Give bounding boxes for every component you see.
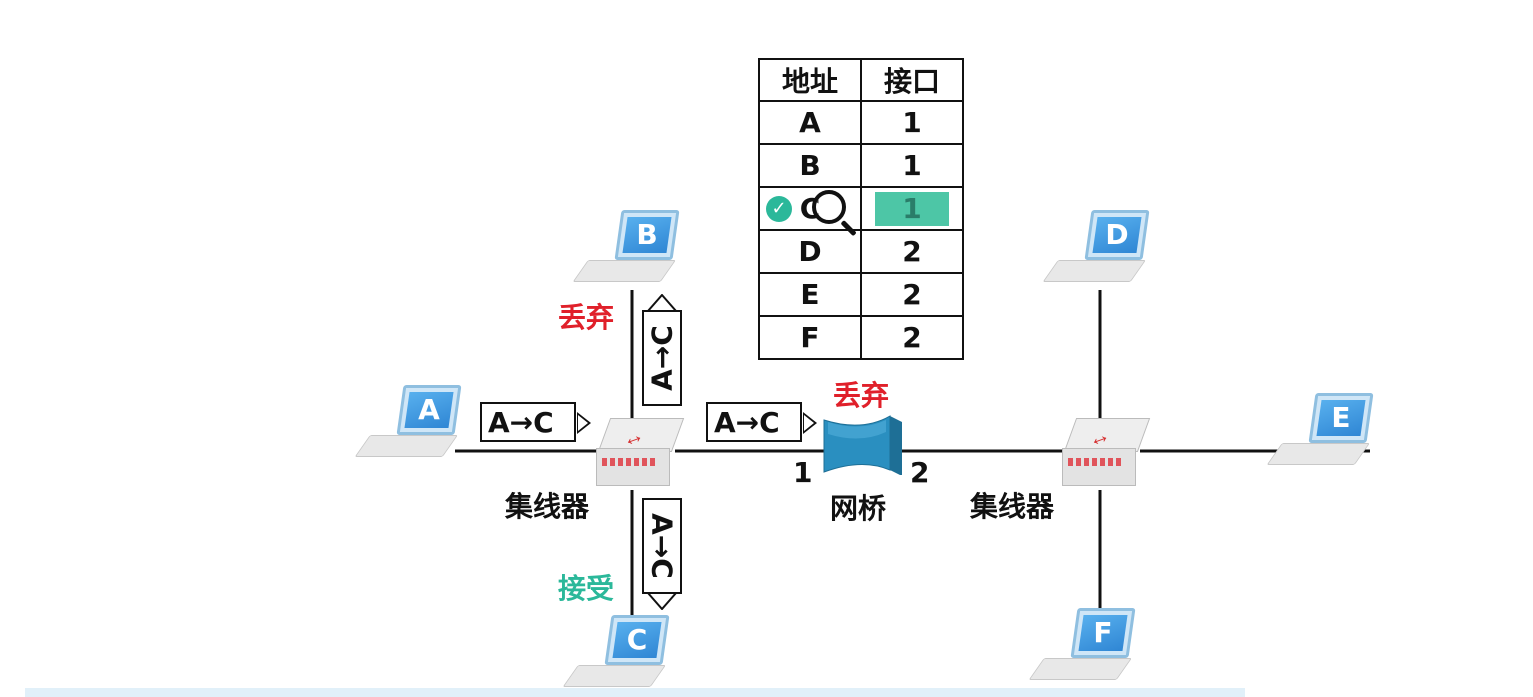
checkmark-icon: ✓ xyxy=(766,196,792,222)
frame-hub-to-c: A→C xyxy=(642,498,682,594)
laptop-d: D xyxy=(1042,210,1158,290)
hub-front xyxy=(596,448,670,486)
laptop-keyboard xyxy=(572,260,676,282)
status-accept-c: 接受 xyxy=(558,572,615,605)
hub-right: ↔ xyxy=(1062,418,1151,490)
laptop-keyboard xyxy=(562,665,666,687)
laptop-keyboard xyxy=(1042,260,1146,282)
laptop-b: B xyxy=(572,210,688,290)
bridge-port-2: 2 xyxy=(910,456,930,489)
row-address-cell: ✓ C xyxy=(758,186,862,231)
row-address: F xyxy=(758,315,862,360)
frame-label: A→C xyxy=(488,405,554,439)
hub-front xyxy=(1062,448,1136,486)
table-row: A 1 xyxy=(758,100,964,145)
row-port-highlight: 1 xyxy=(875,191,949,226)
frame-label: A→C xyxy=(645,513,679,579)
status-discard-b: 丢弃 xyxy=(558,301,615,334)
host-label-e: E xyxy=(1331,401,1351,434)
laptop-keyboard xyxy=(1028,658,1132,680)
hub-left: ↔ xyxy=(596,418,685,490)
bottom-decoration xyxy=(25,688,1245,697)
table-row: F 2 xyxy=(758,315,964,360)
laptop-keyboard xyxy=(354,435,458,457)
hub-ports xyxy=(1068,458,1124,466)
bridge-device xyxy=(822,410,904,475)
hub-label-right: 集线器 xyxy=(970,490,1055,523)
row-address: B xyxy=(758,143,862,188)
row-port: 1 xyxy=(860,143,964,188)
frame-label: A→C xyxy=(645,325,679,391)
frame-label: A→C xyxy=(714,405,780,439)
row-port: 2 xyxy=(860,315,964,360)
row-port: 2 xyxy=(860,272,964,317)
row-port-cell: 1 xyxy=(860,186,964,231)
bridge-label: 网桥 xyxy=(830,492,887,525)
table-row: D 2 xyxy=(758,229,964,274)
row-port: 1 xyxy=(860,100,964,145)
host-label-f: F xyxy=(1093,616,1113,649)
frame-a-to-hub: A→C xyxy=(480,402,591,442)
frame-hub-to-b: A→C xyxy=(642,310,682,406)
address-table: 地址 接口 A 1 B 1 ✓ C 1 D 2 E 2 xyxy=(758,58,964,360)
bridge-icon xyxy=(823,415,902,475)
hub-label-left: 集线器 xyxy=(505,490,590,523)
header-address: 地址 xyxy=(758,58,862,102)
laptop-a: A xyxy=(354,385,470,465)
frame-arrow-icon xyxy=(803,412,817,434)
frame-arrow-icon xyxy=(577,412,591,434)
magnifier-icon xyxy=(812,190,846,224)
row-address: E xyxy=(758,272,862,317)
bridge-port-1: 1 xyxy=(793,456,813,489)
frame-down-arrow-icon xyxy=(647,592,677,610)
table-row-highlighted: ✓ C 1 xyxy=(758,186,964,231)
host-label-d: D xyxy=(1105,218,1129,251)
table-row: B 1 xyxy=(758,143,964,188)
row-address: A xyxy=(758,100,862,145)
host-label-b: B xyxy=(636,218,658,251)
frame-hub-to-bridge: A→C xyxy=(706,402,817,442)
laptop-c: C xyxy=(562,615,678,695)
hub-ports xyxy=(602,458,658,466)
header-port: 接口 xyxy=(860,58,964,102)
table-row: E 2 xyxy=(758,272,964,317)
row-port: 2 xyxy=(860,229,964,274)
laptop-keyboard xyxy=(1266,443,1370,465)
laptop-f: F xyxy=(1028,608,1144,688)
laptop-e: E xyxy=(1266,393,1382,473)
row-address: D xyxy=(758,229,862,274)
frame-up-arrow-icon xyxy=(647,294,677,312)
status-discard-bridge: 丢弃 xyxy=(833,379,890,412)
host-label-c: C xyxy=(626,623,648,656)
host-label-a: A xyxy=(418,393,440,426)
table-header-row: 地址 接口 xyxy=(758,58,964,102)
